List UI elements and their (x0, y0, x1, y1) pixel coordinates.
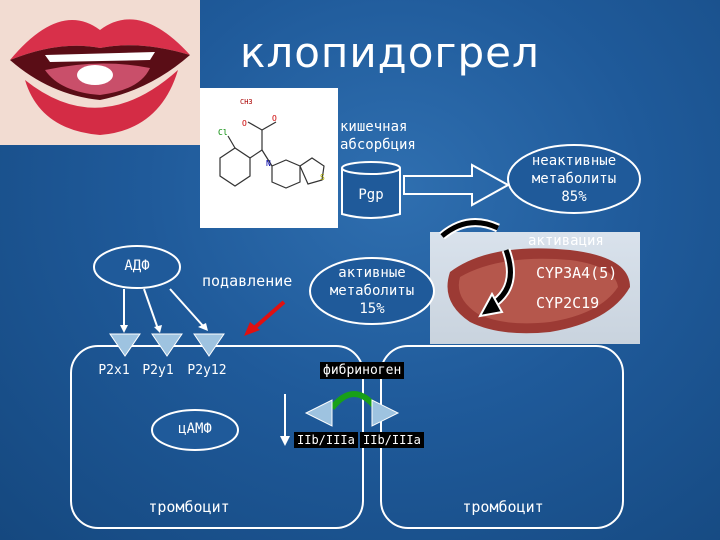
iib-iiia-right-label: IIb/IIIa (360, 432, 424, 448)
pgp-cylinder (340, 160, 402, 222)
activation-label: активация (528, 233, 604, 249)
molecule-label: S (320, 173, 325, 182)
inactive-metabolites-label: неактивные метаболиты 85% (531, 153, 617, 205)
iib-iiia-left-label: IIb/IIIa (294, 432, 358, 448)
cyp3a4-label: CYP3A4(5) (536, 264, 618, 282)
receptor-triangles (108, 332, 228, 358)
active-metabolites-label: активные метаболиты 15% (329, 265, 415, 317)
page-title: клопидогрел (240, 28, 540, 77)
mouth-with-pill-photo (0, 0, 200, 145)
platelet-right-label: тромбоцит (462, 498, 544, 516)
adp-label: АДФ (124, 258, 150, 274)
suppression-label: подавление (202, 272, 293, 290)
molecule-label: O (242, 119, 247, 128)
receptor-p2y1: P2y1 (142, 363, 174, 378)
receptor-p2y12: P2y12 (187, 363, 227, 378)
activation-curved-arrows (428, 208, 528, 328)
molecule-label: CH3 (240, 98, 253, 106)
down-arrow (278, 392, 292, 448)
iib-iiia-receptors (302, 398, 402, 428)
active-metabolites-ellipse (308, 256, 436, 326)
fibrinogen-label: фибриноген (320, 362, 405, 379)
molecule-label: O (272, 114, 277, 123)
red-inhibition-arrow (240, 298, 290, 338)
receptor-p2x1: P2x1 (98, 363, 130, 378)
camp-label: цАМФ (178, 421, 212, 437)
platelet-left-label: тромбоцит (148, 498, 230, 516)
inactive-metabolites-ellipse (506, 143, 642, 215)
camp-ellipse (150, 408, 240, 452)
cyp2c19-label: CYP2C19 (536, 294, 600, 312)
pgp-label: Pgp (358, 187, 384, 203)
adp-arrows (100, 285, 220, 335)
clopidogrel-molecule: CH3 O O Cl N S (200, 88, 338, 228)
adp-ellipse (92, 244, 182, 290)
molecule-label: Cl (218, 128, 228, 137)
molecule-label: N (266, 159, 271, 168)
arrow-to-inactive (402, 162, 512, 208)
absorption-label: кишечная абсорбция (340, 119, 416, 153)
